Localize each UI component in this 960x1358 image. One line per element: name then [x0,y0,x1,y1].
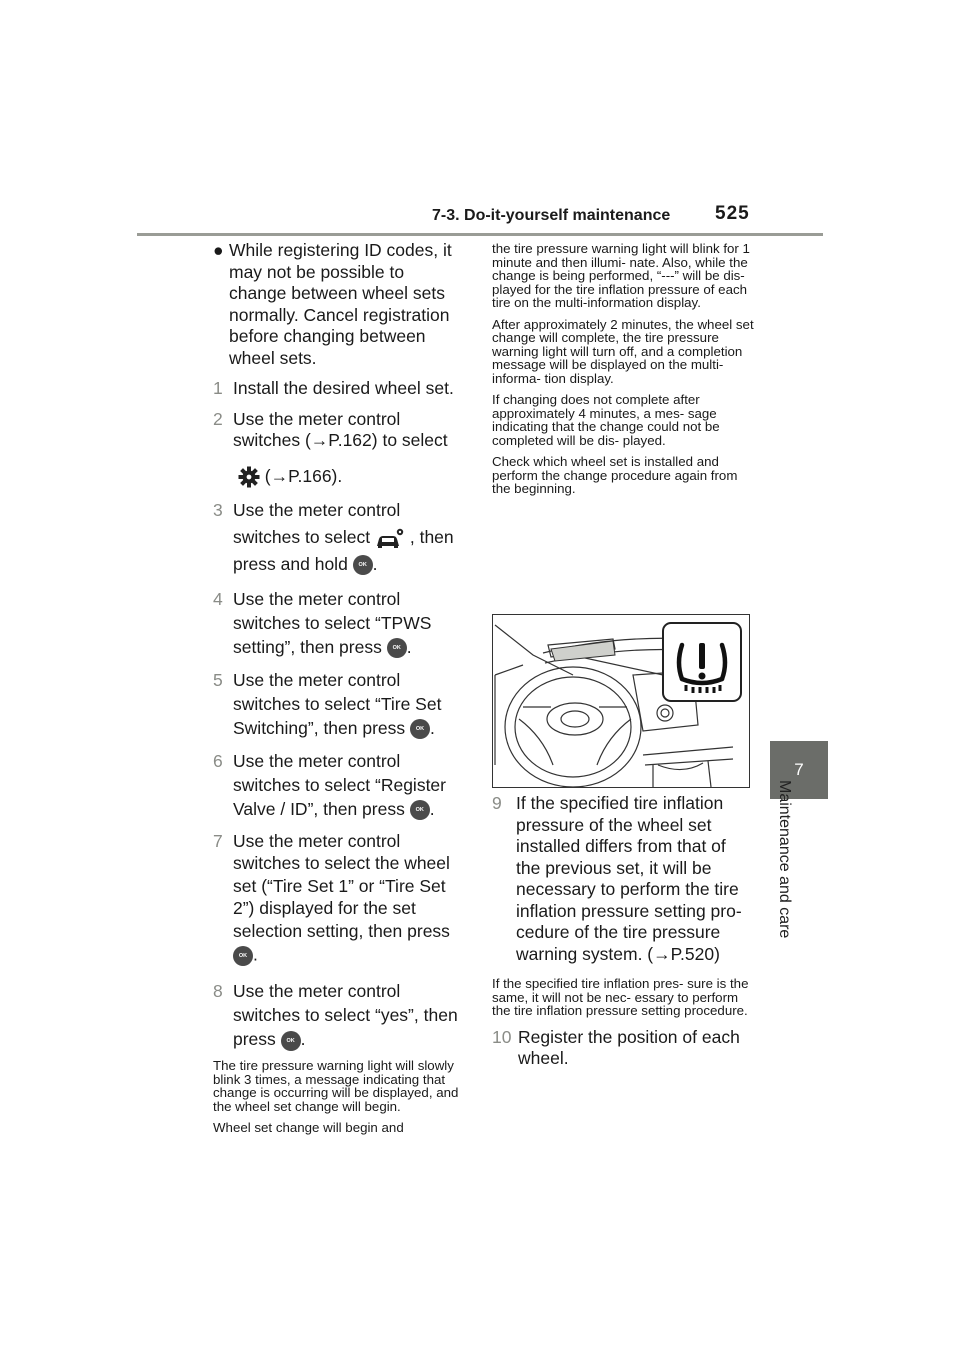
step-5: 5 Use the meter control switches to sele… [213,668,465,740]
ok-button-icon: OK [352,555,373,576]
chapter-label: Maintenance and care [776,780,793,939]
step-number: 6 [213,750,223,771]
step-text: . [253,945,258,965]
vehicle-settings-icon [377,529,404,549]
ok-button-icon: OK [409,800,430,821]
step-text: , then press and hold [233,526,454,574]
step-text: Install the desired wheel set. [233,378,454,398]
note-paragraph: If the specified tire inflation pres- su… [492,976,749,1018]
header-divider [137,233,823,236]
step-text: Use the meter control switches to select… [233,750,446,819]
ok-button-icon: OK [386,638,407,659]
bullet-dot: ● [213,240,224,260]
page-number: 525 [715,203,750,224]
step-number: 8 [213,981,223,1002]
step-text: . [300,1029,306,1050]
chapter-number: 7 [794,760,804,779]
chapter-tab: 7 [770,741,828,799]
step-10: 10 Register the position of each wheel. [492,1027,754,1070]
step-text: Use the meter control switches ( [233,408,401,451]
ok-button-icon: OK [410,719,431,740]
step-number: 5 [213,669,223,690]
arrow-glyph: → [653,943,671,964]
note-paragraph: If changing does not complete after appr… [492,392,720,448]
dashboard-illustration [492,614,750,788]
step-text: If the specified tire inflation pressure… [516,793,742,964]
note-paragraph: the tire pressure warning light will bli… [492,241,750,310]
step-text: Use the meter control switches to select… [233,981,458,1050]
ok-button-icon: OK [280,1030,301,1051]
step-text: Use the meter control switches to select… [233,830,450,941]
chapter-label-wrap: Maintenance and care [775,780,805,980]
step-number: 1 [213,378,223,398]
right-column-lower: 9 If the specified tire inflation pressu… [492,793,754,1070]
dashboard-drawing [494,622,742,787]
step-6: 6 Use the meter control switches to sele… [213,749,465,821]
step-text: Use the meter control switches to select [233,499,401,547]
step-number: 10 [492,1026,512,1047]
step-number: 9 [492,793,502,813]
step-4: 4 Use the meter control switches to sele… [213,587,465,659]
note-paragraph: The tire pressure warning light will slo… [213,1058,459,1114]
step-3: 3 Use the meter control switches to sele… [213,497,465,578]
step-text: P.162) to select [328,430,448,450]
note-paragraph: Wheel set change will begin and [213,1120,404,1136]
step-text: Use the meter control switches to select… [233,669,442,738]
settings-gear-icon [238,466,260,488]
step-7: 7 Use the meter control switches to sele… [213,830,465,971]
step-text: . [406,636,412,657]
step-text: Register the position of each wheel. [518,1026,740,1069]
left-column: ● While registering ID codes, it may not… [213,240,465,1135]
step-1: 1 Install the desired wheel set. [213,378,465,400]
ok-button-icon: OK [233,946,253,967]
note-paragraph: Check which wheel set is installed and p… [492,454,738,496]
step-text: ( [259,465,271,486]
bullet-text: While registering ID codes, it may not b… [229,240,452,368]
step-text: P.520) [670,943,720,964]
step-8: 8 Use the meter control switches to sele… [213,979,465,1051]
step-number: 3 [213,499,223,520]
step-2: 2 Use the meter control switches (→P.162… [213,409,465,488]
tire-pressure-warning-icon [676,642,728,693]
step-text: . [372,553,378,574]
step-number: 7 [213,830,223,851]
arrow-glyph: → [270,465,289,486]
bullet-note: ● While registering ID codes, it may not… [213,240,465,369]
arrow-glyph: → [310,430,329,450]
step-text: . [430,717,435,738]
step-9: 9 If the specified tire inflation pressu… [492,793,754,965]
step-number: 4 [213,588,223,609]
step-text: Use the meter control switches to select… [233,588,432,657]
step-text: P.166). [288,465,343,486]
step-text: . [429,798,435,819]
note-paragraph: After approximately 2 minutes, the wheel… [492,316,754,386]
step-number: 2 [213,408,223,429]
right-column: the tire pressure warning light will bli… [492,242,754,496]
section-title: 7-3. Do-it-yourself maintenance [432,207,671,224]
